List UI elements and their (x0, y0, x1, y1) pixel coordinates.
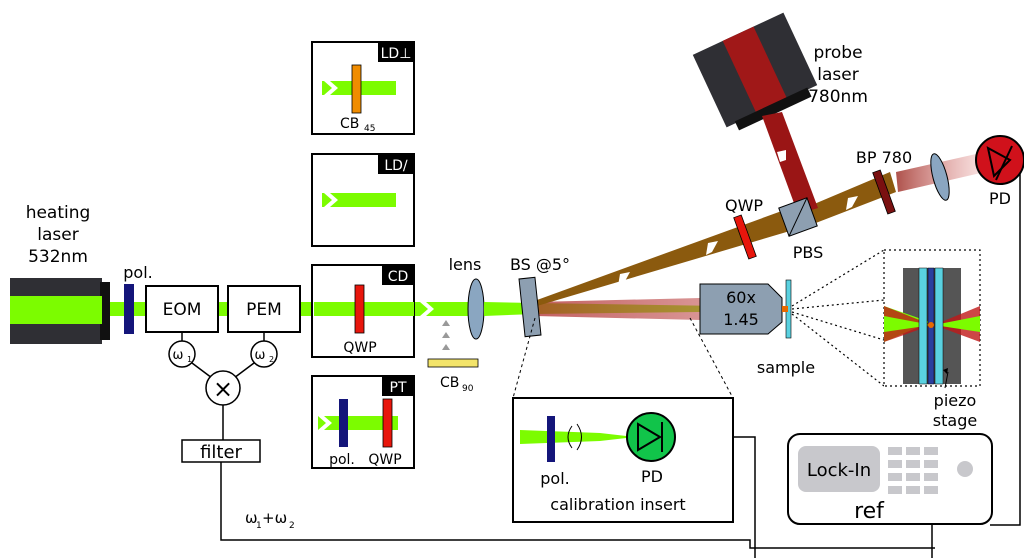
heating-laser-line2: laser (37, 225, 78, 245)
cd-qwp-label: QWP (343, 340, 376, 356)
polarizer (124, 284, 134, 334)
photodiode-label: PD (989, 189, 1011, 208)
cb90-plate (427, 358, 479, 368)
photodiode-probe (975, 135, 1024, 185)
calibration-pol-label: pol. (540, 469, 569, 488)
mode-tag: CD (388, 269, 409, 285)
polarizer-label: pol. (123, 263, 152, 282)
objective: 60x 1.45 (699, 283, 783, 335)
piezo-label-1: piezo (934, 391, 977, 410)
beam-arrow (420, 302, 434, 316)
zoom-lines (791, 249, 885, 387)
probe-qwp-label: QWP (725, 196, 763, 215)
mode-insert-pt: PT pol. QWP (311, 375, 415, 469)
mode-insert-cd: CD QWP (311, 264, 415, 358)
cb90-sub: 90 (462, 384, 474, 394)
beamsplitter (518, 276, 542, 338)
mode-tag: LD∕ (384, 158, 408, 174)
pem-box (227, 285, 301, 333)
lockin-amplifier: Lock-In ref (787, 433, 993, 525)
heating-laser-line3: 532nm (28, 247, 88, 267)
calibration-insert-label: calibration insert (550, 495, 685, 514)
objective-na: 1.45 (723, 310, 759, 329)
heating-laser-line1: heating (26, 203, 91, 223)
bandpass-filter (872, 169, 896, 215)
probe-beam-down (762, 112, 818, 214)
mode-insert-ld-diag: LD∕ (311, 153, 415, 247)
mode-tag: LD⊥ (381, 46, 412, 62)
sample-label: sample (757, 358, 815, 377)
pd-top-wire (990, 170, 1021, 526)
bandpass-label: BP 780 (856, 148, 912, 167)
objective-mag: 60x (726, 288, 756, 307)
heating-laser-body (10, 278, 110, 344)
pbs-label: PBS (793, 243, 824, 262)
mode-insert-ld-perp: LD⊥ CB 45 (311, 41, 415, 135)
cb45-sub: 45 (364, 124, 375, 134)
omega1-circle (168, 340, 196, 368)
mixer-symbol: × (213, 375, 233, 403)
lens (467, 278, 485, 340)
sum-frequency-plus: +ω (262, 509, 287, 527)
probe-qwp (733, 214, 757, 260)
probe-laser-line3: 780nm (808, 87, 868, 107)
mode-tag: PT (390, 380, 407, 396)
cb90-label: CB (440, 375, 459, 391)
brown-probe-beam (537, 208, 800, 306)
lockin-label: Lock-In (807, 460, 871, 481)
omega2-sub: 2 (269, 355, 274, 364)
omega1-sub: 1 (187, 355, 192, 364)
piezo-label-2: stage (933, 411, 977, 430)
cb45-label: CB (340, 116, 359, 132)
sum-frequency-sub2: 2 (289, 521, 295, 531)
sum-frequency-sub1: 1 (256, 521, 262, 531)
omega2-label: ω (255, 348, 266, 363)
filter-label: filter (200, 442, 242, 463)
heating-laser-label: heating laser 532nm (26, 203, 91, 267)
eom-label: EOM (163, 300, 202, 320)
piezo-zoom-box (883, 249, 981, 389)
omega1-label: ω (173, 348, 184, 363)
calibration-insert: pol. PD calibration insert (512, 397, 734, 523)
pt-qwp-label: QWP (368, 452, 401, 468)
calibration-pd-label: PD (641, 467, 663, 486)
pt-pol-label: pol. (329, 452, 355, 468)
ref-label: ref (854, 499, 885, 524)
sum-frequency-label: ω (245, 509, 258, 527)
pbs-cube (778, 197, 818, 237)
omega2-circle (250, 340, 278, 368)
beamsplitter-label: BS @5° (510, 255, 570, 274)
probe-laser-line2: laser (817, 65, 858, 85)
pem-label: PEM (246, 300, 282, 320)
cb90-arrows (442, 320, 450, 350)
sum-frequency-wire (220, 462, 935, 549)
probe-laser-line1: probe (813, 43, 862, 63)
pd-lens (930, 153, 950, 201)
probe-laser-body (692, 12, 818, 131)
lens-label: lens (449, 255, 482, 274)
